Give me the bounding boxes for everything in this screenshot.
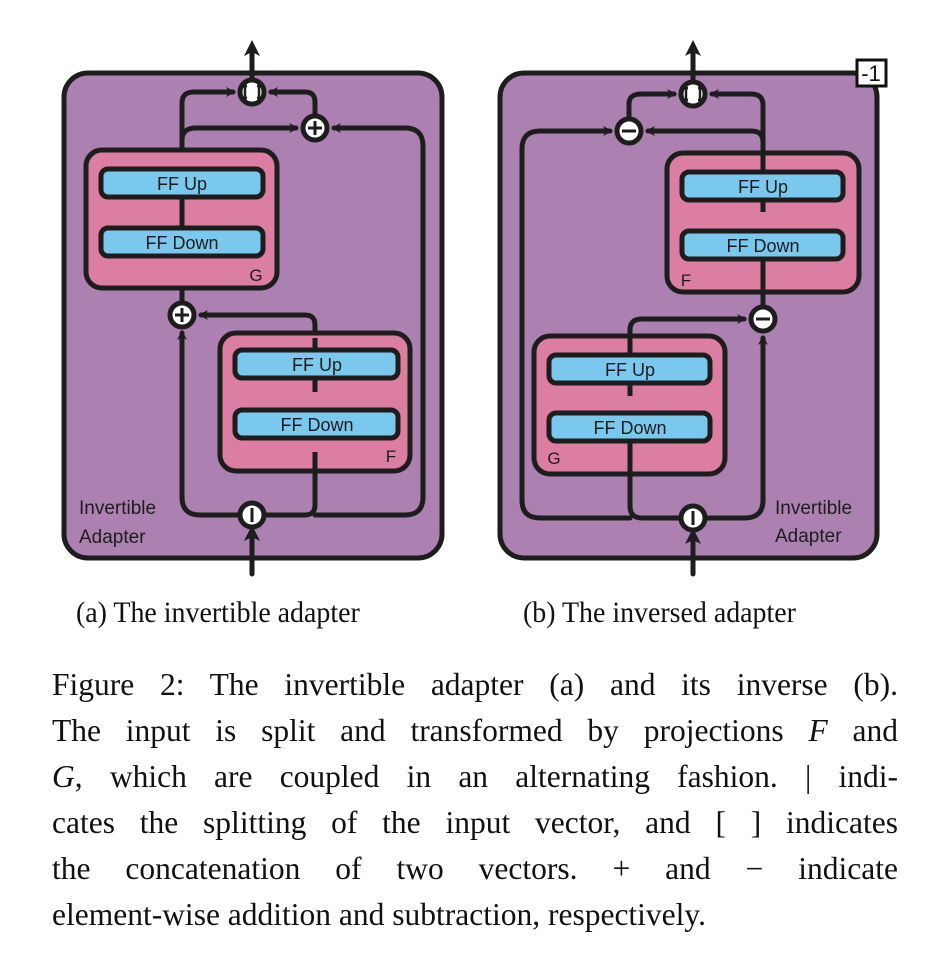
- add-node-lower: [167, 300, 197, 330]
- adapter-label-line1: Invertible: [79, 498, 156, 519]
- wire-g-to-sub-lower: [627, 314, 747, 357]
- caption-line: G, which are coupled in an alternating f…: [52, 759, 898, 794]
- ff-down-label: FF Down: [280, 415, 353, 435]
- module-name-label: G: [249, 266, 262, 285]
- add-node-upper: [300, 113, 330, 143]
- caption-line: the concatenation of two vectors. + and …: [52, 851, 898, 886]
- caption-line: Figure 2: The invertible adapter (a) and…: [52, 667, 898, 702]
- panel-a: FF Up FF Down G FF Up FF Down F: [61, 40, 445, 577]
- concat-node: [678, 79, 708, 109]
- wire-split-to-add-upper: [312, 123, 426, 518]
- subtract-node-upper: [614, 116, 644, 146]
- ff-up-label: FF Up: [157, 174, 207, 194]
- wire-sub-upper-to-concat: [626, 89, 677, 122]
- math-variable: F: [808, 713, 828, 748]
- ff-down-label: FF Down: [145, 233, 218, 253]
- concat-node: [237, 77, 267, 107]
- caption-line: element-wise addition and subtraction, r…: [52, 897, 706, 932]
- wire-add-upper-to-concat: [268, 87, 318, 119]
- wire-split-to-sub-lower: [702, 335, 768, 521]
- wire-f-to-add-lower: [198, 310, 318, 353]
- panel-b: FF Up FF Down F FF Up FF Down G: [497, 40, 888, 577]
- wire-split-to-f: [261, 443, 320, 518]
- split-node: [678, 503, 708, 533]
- caption-line: The input is split and transformed by pr…: [52, 713, 899, 748]
- ff-down-box: [232, 407, 401, 441]
- ff-up-label: FF Up: [605, 360, 655, 380]
- caption-line: cates the splitting of the input vector,…: [52, 805, 898, 840]
- figure-caption: Figure 2: The invertible adapter (a) and…: [52, 662, 898, 938]
- inverse-badge: -1: [855, 58, 888, 88]
- wire-f-to-sub-upper: [645, 126, 766, 145]
- outer-adapter-box: [497, 70, 880, 561]
- module-name-label: F: [386, 447, 396, 466]
- wire-split-to-g: [625, 443, 684, 521]
- ff-down-label: FF Down: [593, 418, 666, 438]
- inverse-badge-label: -1: [861, 61, 881, 86]
- subfigure-label-b: (b) The inversed adapter: [523, 596, 796, 629]
- module-name-label: G: [547, 449, 560, 468]
- subfigure-label-a: (a) The invertible adapter: [76, 596, 360, 629]
- ff-up-label: FF Up: [292, 355, 342, 375]
- math-variable: G: [52, 759, 75, 794]
- adapter-label-line2: Adapter: [775, 526, 842, 547]
- split-node: [237, 500, 267, 530]
- wire-split-to-sub-upper: [519, 126, 633, 521]
- ff-down-box: [98, 225, 266, 259]
- ff-up-label: FF Up: [738, 177, 788, 197]
- adapter-label-line2: Adapter: [79, 527, 146, 548]
- wire-split-to-add-lower: [177, 330, 243, 518]
- wire-g-to-concat: [179, 87, 236, 143]
- subtract-node-lower: [748, 304, 778, 334]
- invertible-adapter-diagram: FF Up FF Down G FF Up FF Down F: [61, 40, 888, 577]
- ff-down-label: FF Down: [726, 236, 799, 256]
- wire-f-to-concat: [709, 89, 766, 175]
- adapter-label-line1: Invertible: [775, 498, 852, 519]
- module-name-label: F: [681, 271, 691, 290]
